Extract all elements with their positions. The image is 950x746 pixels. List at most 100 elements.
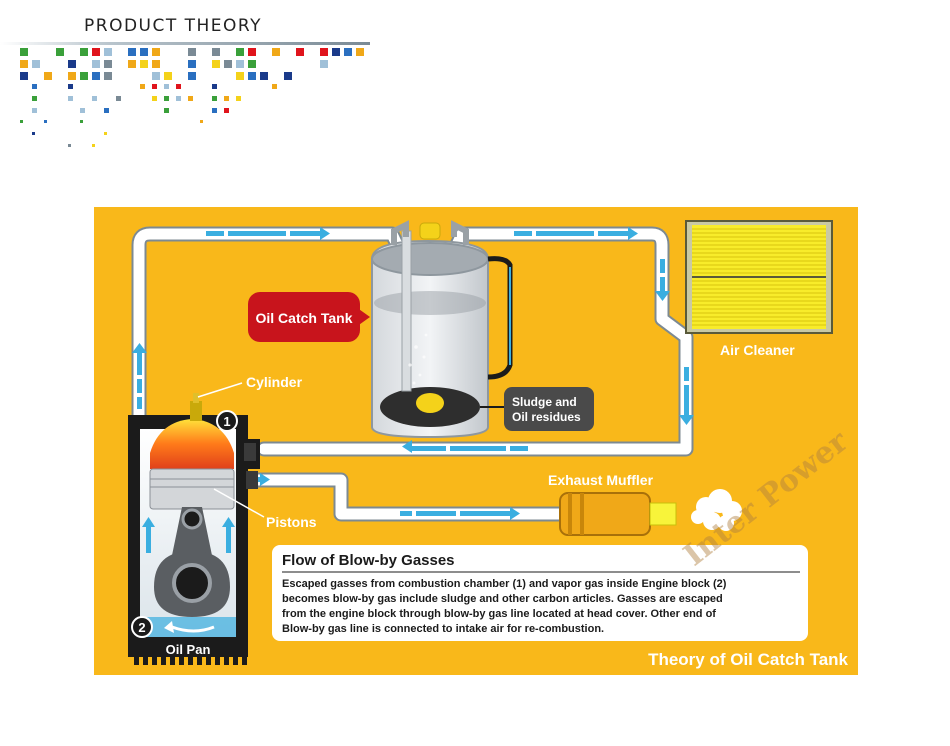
mosaic-tile [104,60,112,68]
mosaic-tile [152,84,157,89]
mosaic-tile [212,96,217,101]
oil-pan-fin [206,657,211,665]
mosaic-tile [32,84,37,89]
mosaic-tile [236,72,244,80]
oil-level [140,617,236,637]
mosaic-tile [20,60,28,68]
diagram-footer-title: Theory of Oil Catch Tank [648,650,848,669]
mosaic-tile [68,72,76,80]
mosaic-tile [128,48,136,56]
mosaic-tile [80,48,88,56]
mosaic-tile [212,60,220,68]
mosaic-tile [260,72,268,80]
connecting-rod [154,507,230,617]
exhaust-muffler: Exhaust Muffler [548,472,742,536]
mosaic-tile [104,48,112,56]
mosaic-tile [188,60,196,68]
mosaic-tile [224,108,229,113]
tank-glass-body [371,239,489,439]
mosaic-tile [236,48,244,56]
oil-pan-fin [233,657,238,665]
oil-pan-fin [161,657,166,665]
oil-catch-tank-text: Oil Catch Tank [256,310,353,326]
combustion-flame [150,419,234,469]
mosaic-tile [224,96,229,101]
mosaic-tile [140,84,145,89]
mosaic-tile [320,48,328,56]
oil-pan-fin [188,657,193,665]
mosaic-tile [152,72,160,80]
mosaic-tile [152,48,160,56]
mosaic-tile [224,60,232,68]
oil-pan-fins [134,657,247,665]
sludge-label-line1: Sludge and [512,395,577,409]
oil-pan-fin [197,657,202,665]
mosaic-tile [32,60,40,68]
marker-2-text: 2 [138,620,145,635]
sludge-label-line2: Oil residues [512,410,581,424]
flow-arrow-right-down [655,259,670,301]
mosaic-tile [116,96,121,101]
mosaic-tile [80,108,85,113]
mosaic-tile [92,96,97,101]
mosaic-tile [44,120,47,123]
flow-info-line-1: Escaped gasses from combustion chamber (… [282,578,727,590]
mosaic-tile [200,120,203,123]
mosaic-tile [20,48,28,56]
mosaic-tile [272,84,277,89]
sludge-label: Sludge and Oil residues [480,387,594,431]
mosaic-tile [344,48,352,56]
mosaic-tile [68,144,71,147]
mosaic-tile [140,48,148,56]
page-title: PRODUCT THEORY [84,16,263,36]
exhaust-muffler-label: Exhaust Muffler [548,472,654,488]
oil-pan-fin [242,657,247,665]
mosaic-tile [248,60,256,68]
blow-by-pipes [131,226,694,522]
oil-pan-fin [143,657,148,665]
mosaic-tile [212,84,217,89]
mosaic-tile [20,72,28,80]
oil-catch-tank-diagram: Oil Catch Tank Sludge and Oil residues A… [94,207,858,675]
header-divider [0,42,370,45]
mosaic-tile [164,96,169,101]
oil-catch-tank [371,220,513,439]
mosaic-tile [80,72,88,80]
mosaic-tile [104,72,112,80]
mosaic-tile [32,96,37,101]
mosaic-tile [56,48,64,56]
mosaic-tile [68,60,76,68]
mosaic-tile [92,144,95,147]
mosaic-tile [128,60,136,68]
engine-block: Oil Pan [128,393,260,665]
mosaic-tile [188,96,193,101]
marker-1-text: 1 [223,414,230,429]
mosaic-tile [44,72,52,80]
mosaic-tile [164,72,172,80]
tank-cap [419,222,441,240]
mosaic-tile [248,72,256,80]
mosaic-tile [320,60,328,68]
oil-pan-fin [152,657,157,665]
mosaic-tile [212,108,217,113]
mosaic-tile [332,48,340,56]
flow-info-line-4: Blow-by gas line is connected to intake … [282,623,604,635]
marker-1: 1 [216,410,238,432]
mosaic-tile [92,60,100,68]
tank-dip-tube [401,230,412,392]
oil-pan-fin [215,657,220,665]
flow-arrow-right-lower [679,367,694,425]
mosaic-tile [188,72,196,80]
mosaic-tile [32,108,37,113]
oil-pan-label: Oil Pan [166,642,211,657]
flow-arrow-exhaust [400,507,520,520]
mosaic-tile [152,96,157,101]
mosaic-tile [92,72,100,80]
oil-pan-fin [170,657,175,665]
decorative-mosaic [20,48,364,147]
mosaic-tile [32,132,35,135]
mosaic-tile [20,120,23,123]
oil-pan-fin [179,657,184,665]
air-cleaner: Air Cleaner [685,220,833,358]
marker-2: 2 [131,616,153,638]
